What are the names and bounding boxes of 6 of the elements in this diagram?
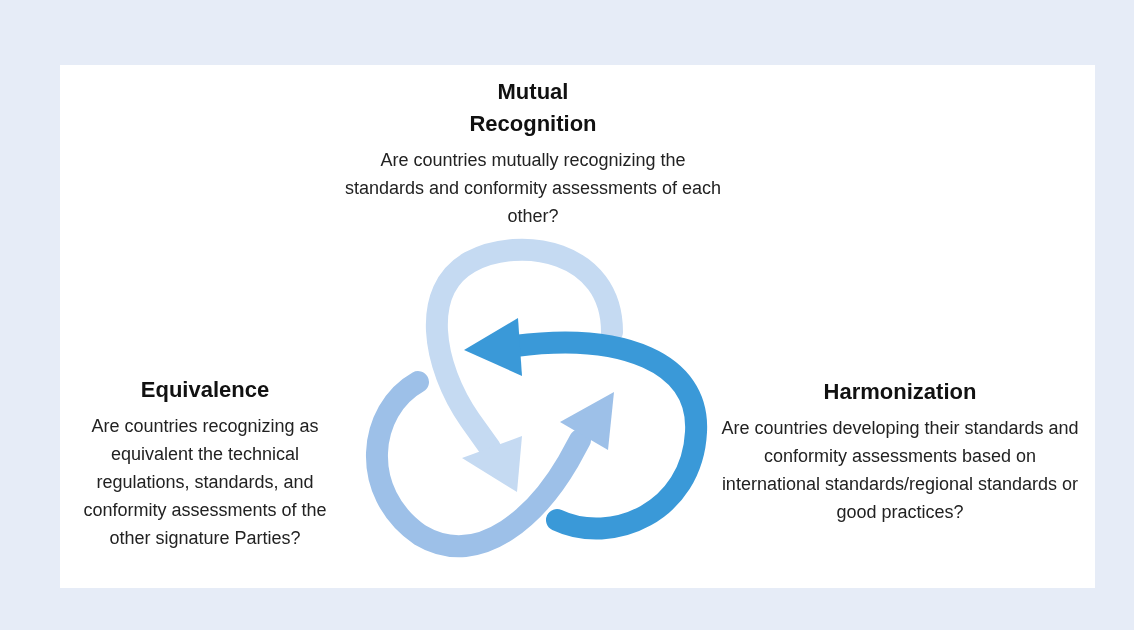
heading: Mutual Recognition (468, 78, 598, 138)
heading: Harmonization (822, 378, 978, 406)
heading: Equivalence (139, 376, 271, 404)
question-text: Are countries mutually recognizing the standards and conformity assessments of each other? (343, 149, 723, 228)
question-text: Are countries recognizing as equivalent the technical regulations, standards, and conformity assessments of the other signature Parties? (82, 415, 328, 550)
question-text: Are countries developing their standards and conformity assessments based on international standards/regional standards or good practices? (720, 417, 1080, 524)
